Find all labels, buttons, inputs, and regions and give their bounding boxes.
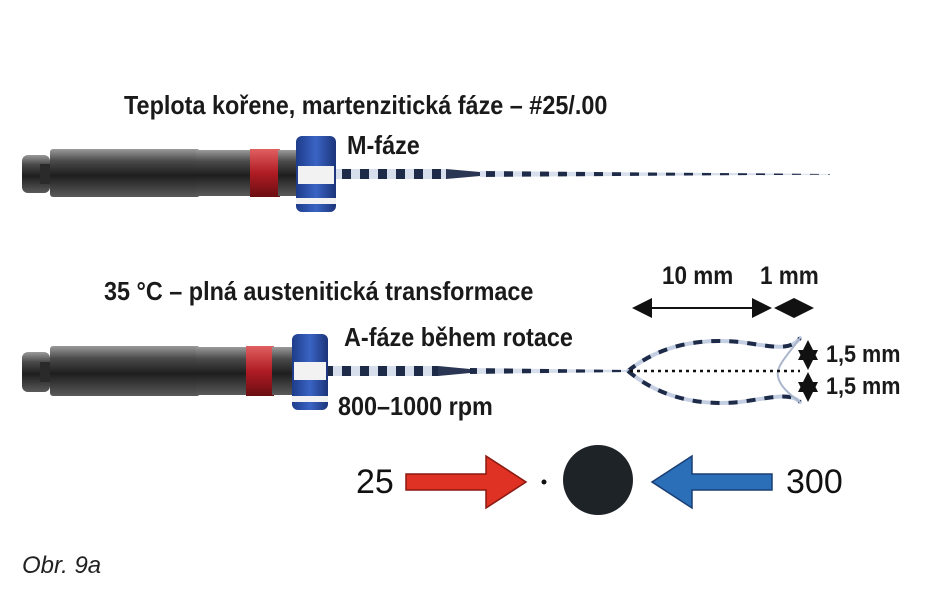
right-value: 300 bbox=[786, 463, 843, 501]
rotating-tip-envelope bbox=[626, 336, 802, 405]
blue-arrow bbox=[650, 454, 773, 510]
top-shaft bbox=[336, 169, 830, 179]
point-dot bbox=[541, 479, 547, 485]
dimension-label-lower: 1,5 mm bbox=[826, 373, 901, 400]
top-handle bbox=[22, 149, 296, 197]
top-blue-stopper bbox=[296, 136, 336, 212]
red-arrow bbox=[405, 454, 528, 510]
top-file-title: Teplota kořene, martenzitická fáze – #25… bbox=[124, 90, 608, 120]
top-red-ring bbox=[250, 149, 280, 197]
top-endodontic-file bbox=[22, 136, 830, 212]
dimension-label-upper: 1,5 mm bbox=[826, 341, 901, 368]
black-circle bbox=[563, 445, 633, 515]
figure-caption: Obr. 9a bbox=[22, 552, 102, 579]
bottom-shaft bbox=[328, 366, 630, 376]
bottom-file-title: 35 °C – plná austenitická transformace bbox=[104, 276, 534, 306]
bottom-endodontic-file bbox=[22, 334, 802, 410]
bottom-handle bbox=[22, 346, 292, 396]
dimension-label-1mm: 1 mm bbox=[760, 262, 819, 290]
bottom-blue-stopper bbox=[292, 334, 328, 410]
top-phase-label: M-fáze bbox=[347, 130, 420, 160]
left-value: 25 bbox=[356, 463, 394, 501]
bottom-red-ring bbox=[246, 346, 274, 396]
bottom-phase-label: A-fáze během rotace bbox=[344, 322, 573, 352]
speed-label: 800–1000 rpm bbox=[338, 391, 493, 421]
dimension-label-10mm: 10 mm bbox=[662, 262, 734, 290]
